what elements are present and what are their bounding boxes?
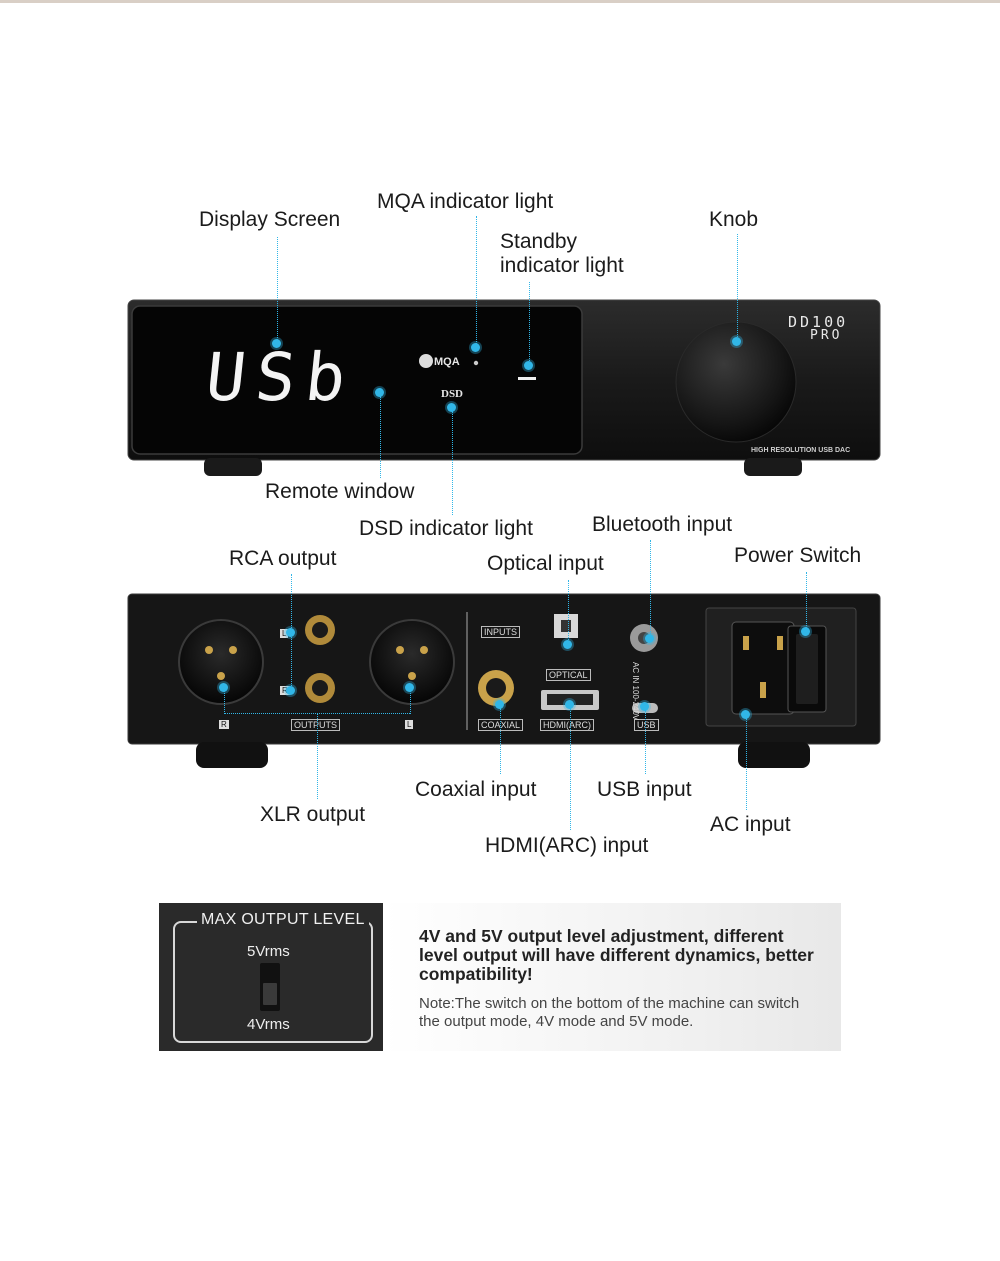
marker-standby [524,361,533,370]
label-ac-input: AC input [710,813,791,836]
marker-rca-top [286,628,295,637]
leader-hdmi [570,708,571,830]
leader-standby [529,282,530,365]
silk-l-rca: L [280,629,289,638]
output-level-switch-knob [263,983,277,1005]
marker-mqa [471,343,480,352]
silk-inputs: INPUTS [481,626,521,638]
leader-mqa [476,216,477,346]
leader-coaxial [500,708,501,774]
silk-l-xlr: L [405,720,414,729]
marker-xlr-r [219,683,228,692]
marker-optical [563,640,572,649]
rear-panel-image [127,593,881,768]
marker-display [272,339,281,348]
marker-usb [640,702,649,711]
leader-display [277,237,278,340]
leader-knob [737,234,738,341]
option-5vrms: 5Vrms [247,943,290,960]
output-level-title: MAX OUTPUT LEVEL [197,911,369,929]
label-hdmi-input: HDMI(ARC) input [485,834,649,857]
leader-xlr [317,713,318,799]
output-level-note: Note:The switch on the bottom of the mac… [419,995,800,1030]
silk-optical: OPTICAL [546,669,591,681]
label-usb-input: USB input [597,778,692,801]
leader-optical [568,580,569,646]
silk-r-rca: R [280,686,290,695]
leader-power [806,572,807,632]
leader-usb [645,710,646,774]
marker-power [801,627,810,636]
silk-r-xlr: R [219,720,229,729]
silk-hdmi: HDMI(ARC) [540,719,594,731]
device-subtitle: HIGH RESOLUTION USB DAC [751,447,851,454]
output-level-frame: MAX OUTPUT LEVEL [173,911,373,1043]
label-remote-window: Remote window [265,480,415,503]
vfd-screen-text: USb [202,339,360,416]
leader-ac [746,718,747,810]
label-standby-light: Standby indicator light [500,230,624,277]
leader-xlr-l-v [410,690,411,714]
output-level-description: 4V and 5V output level adjustment, diffe… [383,903,841,1051]
marker-coaxial [495,700,504,709]
label-coaxial-input: Coaxial input [415,778,537,801]
leader-remote [380,396,381,478]
silk-usb: USB [634,719,659,731]
brand-logo-line2: PRO [810,328,843,343]
output-level-headline: 4V and 5V output level adjustment, diffe… [419,926,814,984]
brand-logo-line1: DD100 [788,313,849,331]
option-4vrms: 4Vrms [247,1016,290,1033]
marker-hdmi [565,700,574,709]
marker-dsd [447,403,456,412]
marker-knob [732,337,741,346]
silk-outputs: OUTPUTS [291,719,341,731]
leader-dsd [452,411,453,515]
front-panel-image [127,299,881,476]
mqa-badge: MQA [434,356,460,368]
marker-bluetooth [645,634,654,643]
label-mqa-light: MQA indicator light [377,190,554,213]
top-divider [0,0,1000,3]
marker-remote [375,388,384,397]
marker-ac [741,710,750,719]
label-knob: Knob [709,208,759,231]
leader-xlr-r-v [224,690,225,714]
label-xlr-output: XLR output [260,803,366,826]
label-power-switch: Power Switch [734,544,862,567]
dsd-badge: DSD [441,388,464,400]
label-display-screen: Display Screen [199,208,341,231]
label-bluetooth-input: Bluetooth input [592,513,733,536]
silk-ac: AC IN 100-240V [631,662,640,721]
leader-bluetooth [650,540,651,640]
marker-xlr-l [405,683,414,692]
marker-rca-bottom [286,686,295,695]
label-optical-input: Optical input [487,552,604,575]
output-level-switch-panel: MAX OUTPUT LEVEL 5Vrms 4Vrms [159,903,383,1051]
label-dsd-light: DSD indicator light [359,517,533,540]
label-rca-output: RCA output [229,547,337,570]
